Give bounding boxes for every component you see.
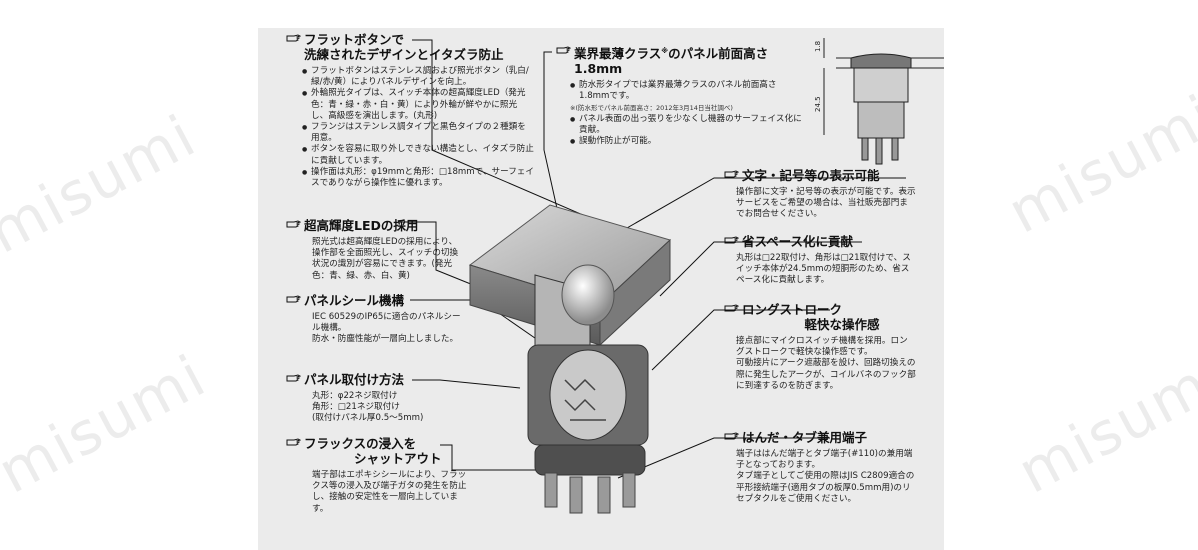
section-space: 省スペース化に貢献 丸形は□22取付け、角形は□21取付けで、スイッチ本体が24… [724, 234, 924, 287]
mounting-body: 丸形：φ22ネジ取付け 角形：□21ネジ取付け (取付けパネル厚0.5～5mm) [312, 391, 424, 424]
thinnest-title-sup: ※ [661, 47, 669, 55]
list-item: 防水形タイプでは業界最薄クラスのパネル前面高さ1.8mmです。 [570, 80, 802, 102]
dimension-drawing: 1.8 24.5 [814, 38, 944, 165]
pointing-hand-icon [286, 34, 301, 42]
flux-title: フラックスの浸入を シャットアウト [304, 436, 442, 466]
thinnest-title: 業界最薄クラス [574, 46, 662, 62]
pointing-hand-icon [556, 46, 571, 54]
pointing-hand-icon [724, 304, 739, 312]
long-stroke-title: ロングストローク 軽快な操作感 [742, 302, 880, 332]
mounting-title: パネル取付け方法 [304, 372, 405, 387]
flux-body: 端子部はエポキシシールにより、フラックス等の浸入及び端子ガタの発生を防止し、接触… [312, 470, 467, 514]
list-item: フランジはステンレス調タイプと黒色タイプの２種類を用意。 [302, 122, 534, 144]
long-stroke-body: 接点部にマイクロスイッチ機構を採用。ロングストロークで軽快な操作感です。 可動接… [736, 336, 916, 391]
panel-seal-title: パネルシール機構 [304, 293, 405, 308]
terminal-body: 端子ははんだ端子とタブ端子(#110)の兼用端子となっております。 タブ端子とし… [736, 449, 915, 504]
space-title: 省スペース化に貢献 [742, 234, 854, 249]
space-body: 丸形は□22取付け、角形は□21取付けで、スイッチ本体が24.5mmの短胴形のた… [736, 253, 911, 286]
dim-top-label: 1.8 [814, 41, 822, 52]
section-long-stroke: ロングストローク 軽快な操作感 接点部にマイクロスイッチ機構を採用。ロングストロ… [724, 302, 924, 392]
thinnest-title-rest: のパネル前面高さ1.8mm [574, 46, 769, 77]
section-led: 超高輝度LEDの採用 照光式は超高輝度LEDの採用により、操作部を全面照光し、ス… [286, 218, 466, 282]
led-body: 照光式は超高輝度LEDの採用により、操作部を全面照光し、スイッチの切換状況の識別… [312, 237, 459, 281]
section-panel-seal: パネルシール機構 IEC 60529のIP65に適合のパネルシール機構。 防水・… [286, 293, 466, 346]
pointing-hand-icon [724, 432, 739, 440]
section-thinnest: 業界最薄クラス※のパネル前面高さ1.8mm 防水形タイプでは業界最薄クラスのパネ… [556, 44, 806, 147]
list-item: 誤動作防止が可能。 [570, 136, 802, 147]
display-body: 操作部に文字・記号等の表示が可能です。表示サービスをご希望の場合は、当社販売部門… [736, 187, 916, 220]
pointing-hand-icon [286, 295, 301, 303]
pointing-hand-icon [286, 220, 301, 228]
led-title: 超高輝度LEDの採用 [304, 218, 419, 233]
section-mounting: パネル取付け方法 丸形：φ22ネジ取付け 角形：□21ネジ取付け (取付けパネル… [286, 372, 466, 425]
pointing-hand-icon [724, 236, 739, 244]
pointing-hand-icon [724, 170, 739, 178]
thinnest-note: ※(防水形でパネル前面高さ：2012年3月14日当社調べ) [570, 103, 733, 112]
dim-body-label: 24.5 [814, 96, 822, 112]
section-flux: フラックスの浸入を シャットアウト 端子部はエポキシシールにより、フラックス等の… [286, 436, 476, 515]
flat-button-title: フラットボタンで 洗練されたデザインとイタズラ防止 [304, 32, 504, 62]
panel-seal-body: IEC 60529のIP65に適合のパネルシール機構。 防水・防塵性能が一層向上… [312, 312, 461, 345]
top-band [258, 0, 944, 28]
flat-button-bullets: フラットボタンはステンレス調および照光ボタン（乳白/緑/赤/黄）によりパネルデザ… [302, 66, 534, 189]
switch-cutaway-drawing [468, 204, 671, 514]
pointing-hand-icon [286, 374, 301, 382]
display-title: 文字・記号等の表示可能 [742, 168, 880, 183]
terminal-title: はんだ・タブ兼用端子 [742, 430, 868, 445]
list-item: ボタンを容易に取り外しできない構造とし、イタズラ防止に貢献しています。 [302, 144, 534, 166]
pointing-hand-icon [286, 438, 301, 446]
section-flat-button: フラットボタンで 洗練されたデザインとイタズラ防止 フラットボタンはステンレス調… [286, 32, 546, 189]
list-item: 外輪照光タイプは、スイッチ本体の超高輝度LED（発光色：青・緑・赤・白・黄）によ… [302, 88, 534, 122]
section-display: 文字・記号等の表示可能 操作部に文字・記号等の表示が可能です。表示サービスをご希… [724, 168, 924, 221]
list-item: フラットボタンはステンレス調および照光ボタン（乳白/緑/赤/黄）によりパネルデザ… [302, 66, 534, 88]
list-item: パネル表面の出っ張りを少なくし機器のサーフェイス化に貢献。 [570, 114, 802, 136]
list-item: 操作面は丸形：φ19mmと角形：□18mmで、サーフェイスでありながら操作性に優… [302, 167, 534, 189]
section-terminal: はんだ・タブ兼用端子 端子ははんだ端子とタブ端子(#110)の兼用端子となってお… [724, 430, 924, 505]
